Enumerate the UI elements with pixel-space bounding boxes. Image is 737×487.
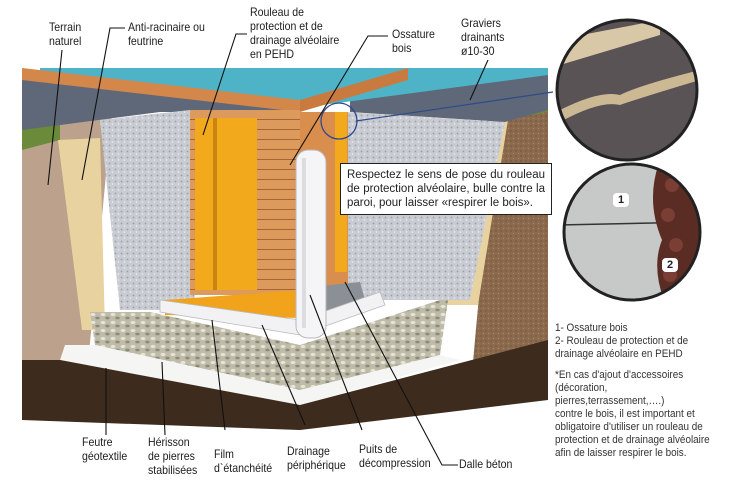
label-line: Feutre — [82, 435, 113, 449]
label-feutre-geotextile: Feutre géotextile — [82, 435, 127, 463]
pool-water — [40, 68, 548, 108]
anti-root-felt — [58, 138, 105, 330]
label-line: Drainage — [287, 444, 330, 458]
label-line: Ossature — [392, 27, 435, 41]
label-ossature-bois: Ossature bois — [392, 27, 435, 55]
label-graviers-drainants: Graviers drainants ø10-30 — [461, 16, 504, 58]
label-dalle-beton: Dalle béton — [459, 457, 512, 471]
label-line: naturel — [49, 34, 82, 48]
label-line: feutrine — [128, 34, 164, 48]
label-line: Film — [214, 447, 234, 461]
label-puits-decompression: Puits de décompression — [359, 442, 431, 470]
label-drainage-peripherique: Drainage périphérique — [287, 444, 346, 472]
label-line: drainants — [461, 30, 505, 44]
label-line: Dalle béton — [459, 457, 513, 471]
decompression-well — [295, 149, 327, 339]
footnote-line: afin de laisser respirer le bois. — [555, 447, 687, 459]
footnote-line: protection et de drainage alvéolaire — [555, 434, 710, 446]
label-rouleau-protection: Rouleau de protection et de drainage alv… — [250, 5, 339, 61]
legend-item-2: 2- Rouleau de protection et de — [555, 335, 689, 347]
label-line: ø10-30 — [461, 44, 495, 58]
label-line: Puits de — [359, 442, 398, 456]
label-line: de pierres — [148, 449, 195, 463]
label-line: d`étanchéité — [214, 461, 273, 475]
label-line: décompression — [359, 456, 431, 470]
footnote-line: contre le bois, il est important et — [555, 408, 695, 420]
label-line: Hérisson — [148, 435, 190, 449]
label-line: Graviers — [461, 16, 501, 30]
label-line: Terrain — [49, 20, 82, 34]
label-anti-racinaire: Anti-racinaire ou feutrine — [128, 20, 205, 48]
legend-item-2-cont: drainage alvéolaire en PEHD — [555, 348, 683, 360]
detail-photo-wood-membrane — [564, 164, 700, 300]
stone-hedgehog — [90, 300, 448, 390]
footnote-line: *En cas d'ajout d'accessoires — [555, 369, 684, 381]
detail-badge-2: 2 — [662, 258, 678, 272]
detail-photo-membrane — [557, 20, 697, 160]
geotextile-felt — [60, 345, 460, 405]
label-terrain-naturel: Terrain naturel — [49, 20, 81, 48]
label-line: périphérique — [287, 458, 346, 472]
label-line: protection et de — [250, 19, 323, 33]
label-line: bois — [392, 41, 412, 55]
label-line: Rouleau de — [250, 5, 305, 19]
concrete-slab — [22, 340, 548, 430]
label-film-etancheite: Film d`étanchéité — [214, 447, 272, 475]
footnote-line: obligatoire d'utiliser un rouleau de — [555, 421, 703, 433]
label-line: drainage alvéolaire — [250, 33, 340, 47]
footnote-line: (décoration, pierres,terrassement,….) — [555, 382, 665, 407]
installation-note: Respectez le sens de pose du rouleau de … — [340, 163, 552, 215]
drainage-membrane-roll — [195, 118, 257, 290]
pool-rim-left — [22, 68, 300, 112]
label-herisson-pierres: Hérisson de pierres stabilisées — [148, 435, 197, 477]
drainage-gravel-left — [100, 110, 195, 310]
leader-lines — [47, 27, 489, 466]
label-line: géotextile — [82, 449, 128, 463]
legend: 1- Ossature bois 2- Rouleau de protectio… — [555, 322, 717, 460]
label-line: en PEHD — [250, 47, 295, 61]
label-line: Anti-racinaire ou — [128, 20, 205, 34]
detail-badge-1: 1 — [613, 193, 629, 207]
label-line: stabilisées — [148, 463, 198, 477]
legend-item-1: 1- Ossature bois — [555, 322, 628, 334]
